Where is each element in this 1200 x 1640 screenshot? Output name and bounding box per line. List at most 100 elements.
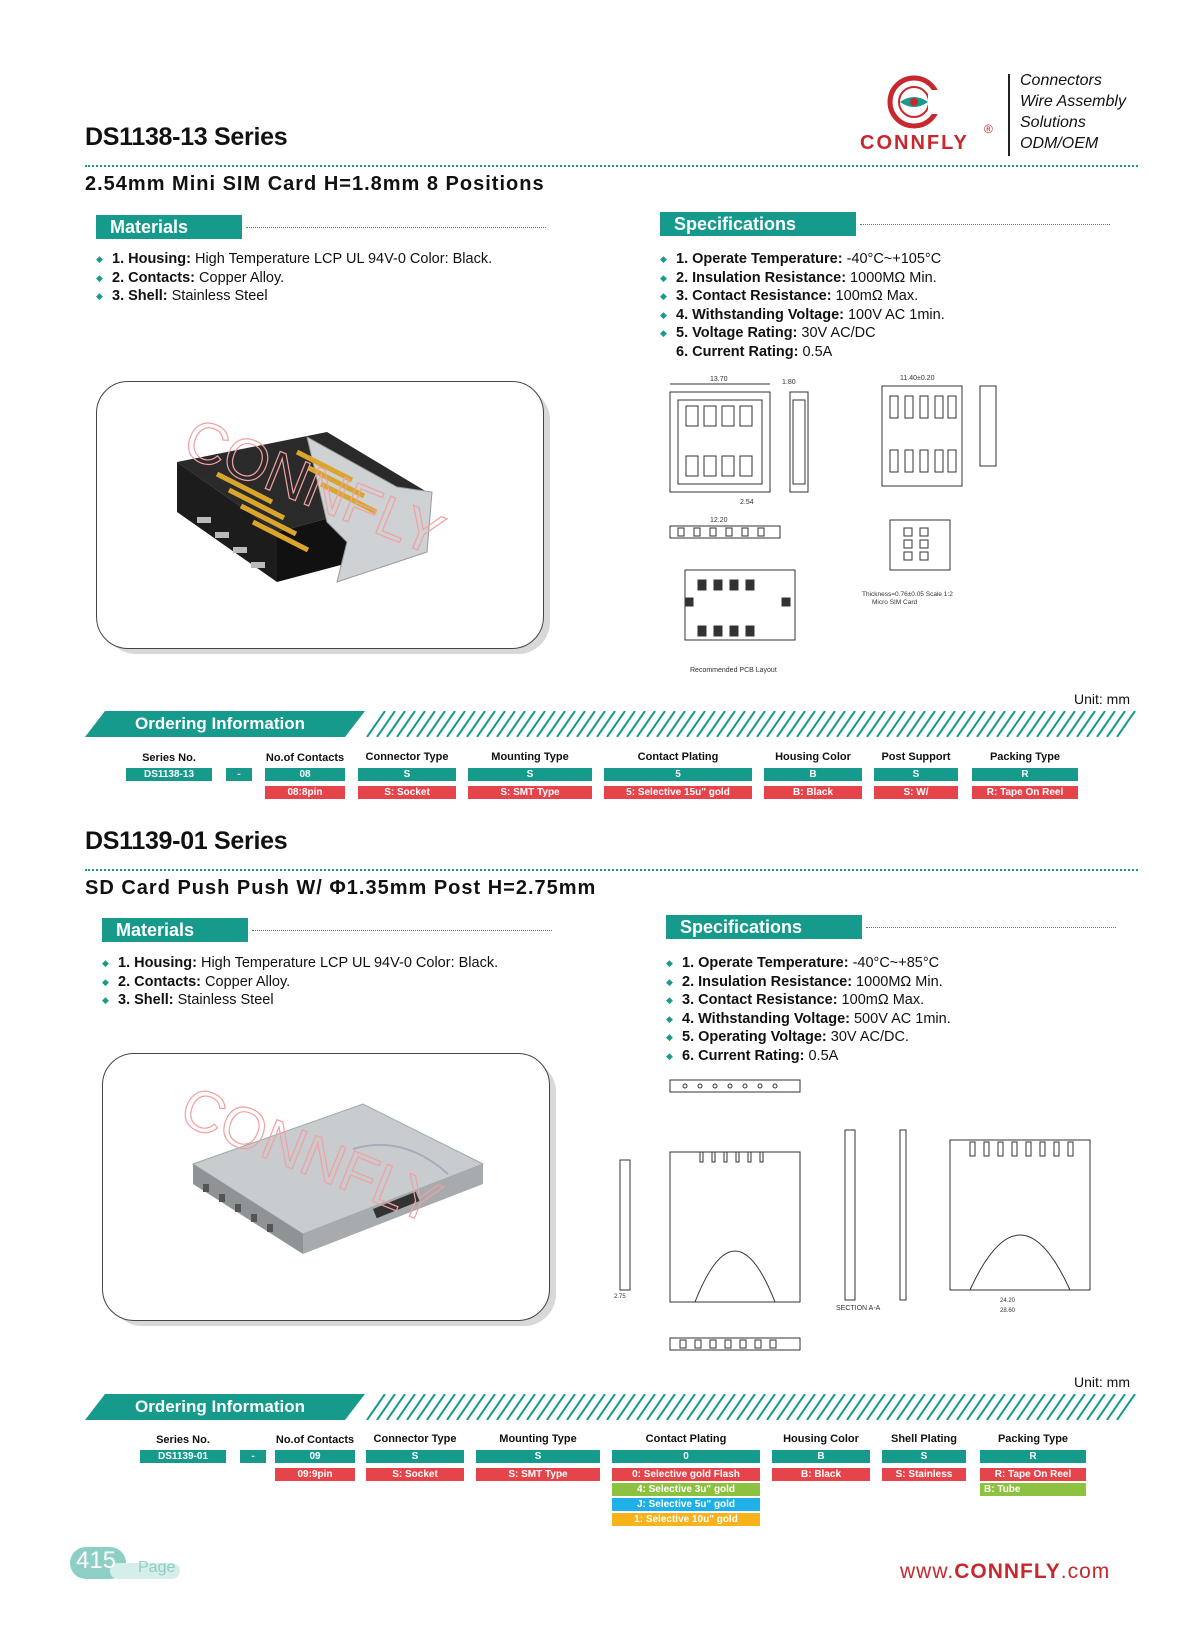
product-subtitle: 2.54mm Mini SIM Card H=1.8mm 8 Positions — [85, 173, 545, 195]
column-header: Shell Plating — [890, 1433, 957, 1445]
option-value: S: SMT Type — [476, 1468, 600, 1481]
list-item: 1. Housing: High Temperature LCP UL 94V-… — [102, 954, 498, 973]
option-code: 08 — [265, 768, 345, 781]
sim-socket-image: CONNFLY — [175, 405, 453, 583]
product-subtitle: SD Card Push Push W/ Φ1.35mm Post H=2.75… — [85, 877, 597, 899]
list-item: 1. Operate Temperature: -40°C~+85°C — [666, 954, 951, 973]
technical-drawing: 2.75 SECTION A-A 24.20 28.60 — [600, 1070, 1120, 1360]
divider — [866, 927, 1116, 928]
option-value: S: W/ — [874, 786, 958, 799]
svg-text:Recommended PCB Layout: Recommended PCB Layout — [690, 667, 777, 674]
svg-text:11.40±0.20: 11.40±0.20 — [900, 375, 935, 382]
option-value: 09:9pin — [275, 1468, 355, 1481]
divider — [85, 165, 1138, 167]
tagline: Connectors Wire Assembly Solutions ODM/O… — [1020, 70, 1126, 154]
unit-label: Unit: mm — [1074, 1374, 1130, 1390]
option-code: R — [980, 1450, 1086, 1463]
option-code: 0 — [612, 1450, 760, 1463]
option-value: 1: Selective 10u" gold — [612, 1513, 760, 1526]
option-code: B — [764, 768, 862, 781]
materials-list: 1. Housing: High Temperature LCP UL 94V-… — [96, 250, 492, 306]
ordering-band: Ordering Information — [85, 1393, 1138, 1421]
list-item: 4. Withstanding Voltage: 100V AC 1min. — [660, 306, 945, 325]
list-item: 2. Insulation Resistance: 1000MΩ Min. — [660, 269, 945, 288]
list-item: 3. Shell: Stainless Steel — [102, 991, 498, 1010]
column-header: Series No. — [142, 752, 196, 764]
tagline-line: ODM/OEM — [1020, 135, 1099, 152]
series-title: DS1138-13 Series — [85, 123, 288, 151]
brand-logo — [858, 72, 968, 158]
list-item: 2. Contacts: Copper Alloy. — [96, 269, 492, 288]
specifications-heading: Specifications — [666, 915, 862, 939]
column-header: Packing Type — [997, 1433, 1069, 1445]
svg-text:28.60: 28.60 — [1000, 1308, 1016, 1314]
svg-text:13.70: 13.70 — [710, 376, 728, 383]
page-label: Page — [138, 1559, 176, 1576]
column-header: Contact Plating — [645, 1433, 727, 1445]
option-value: S: Socket — [366, 1468, 464, 1481]
materials-heading: Materials — [102, 918, 248, 942]
list-item: 2. Insulation Resistance: 1000MΩ Min. — [666, 973, 951, 992]
column-header: No.of Contacts — [265, 752, 345, 764]
svg-text:24.20: 24.20 — [1000, 1298, 1016, 1304]
column-header: Connector Type — [373, 1433, 457, 1445]
specifications-list: 1. Operate Temperature: -40°C~+105°C 2. … — [660, 250, 945, 362]
list-item: 3. Contact Resistance: 100mΩ Max. — [666, 991, 951, 1010]
option-value: R: Tape On Reel — [980, 1468, 1086, 1481]
column-header: Series No. — [156, 1434, 210, 1446]
option-value: B: Black — [772, 1468, 870, 1481]
product-photo: CONNFLY — [96, 381, 544, 649]
ordering-band-graphic — [85, 1393, 1136, 1421]
column-header: Packing Type — [989, 751, 1061, 763]
divider — [252, 930, 552, 931]
divider — [85, 869, 1138, 871]
option-value: J: Selective 5u" gold — [612, 1498, 760, 1511]
option-code: S — [874, 768, 958, 781]
tagline-line: Connectors — [1020, 72, 1102, 89]
ordering-title: Ordering Information — [135, 714, 305, 733]
option-value: S: Socket — [358, 786, 456, 799]
divider — [246, 227, 546, 228]
column-header: Mounting Type — [499, 1433, 577, 1445]
ordering-title: Ordering Information — [135, 1397, 305, 1416]
option-code: S — [476, 1450, 600, 1463]
option-value: 0: Selective gold Flash — [612, 1468, 760, 1481]
option-code: S — [468, 768, 592, 781]
url-brand: CONNFLY — [954, 1560, 1061, 1583]
option-code: B — [772, 1450, 870, 1463]
ordering-band-graphic — [85, 710, 1136, 738]
option-value: 4: Selective 3u" gold — [612, 1483, 760, 1496]
tagline-line: Solutions — [1020, 114, 1086, 131]
column-header: Post Support — [881, 751, 951, 763]
series-title: DS1139-01 Series — [85, 827, 288, 855]
option-code: R — [972, 768, 1078, 781]
svg-text:2.54: 2.54 — [740, 499, 754, 506]
svg-text:12.20: 12.20 — [710, 517, 728, 524]
option-code: S — [358, 768, 456, 781]
specifications-list: 1. Operate Temperature: -40°C~+85°C 2. I… — [666, 954, 951, 1066]
svg-text:2.75: 2.75 — [614, 1294, 626, 1300]
option-code: S — [366, 1450, 464, 1463]
specifications-heading: Specifications — [660, 212, 856, 236]
list-item: 1. Housing: High Temperature LCP UL 94V-… — [96, 250, 492, 269]
option-code: 09 — [275, 1450, 355, 1463]
svg-text:SECTION A-A: SECTION A-A — [836, 1305, 881, 1312]
page-number-badge: 415 Page — [70, 1543, 190, 1583]
column-header: Housing Color — [775, 751, 851, 763]
page-number: 415 — [76, 1547, 117, 1574]
list-item: 5. Operating Voltage: 30V AC/DC. — [666, 1028, 951, 1047]
option-value: R: Tape On Reel — [972, 786, 1078, 799]
registered-mark: ® — [984, 122, 993, 136]
column-header: Mounting Type — [491, 751, 569, 763]
option-value: B: Black — [764, 786, 862, 799]
website-url[interactable]: www.CONNFLY.com — [900, 1560, 1110, 1584]
connfly-logo-icon — [887, 75, 942, 129]
list-item: 3. Contact Resistance: 100mΩ Max. — [660, 287, 945, 306]
option-code: S — [882, 1450, 966, 1463]
column-header: Connector Type — [365, 751, 449, 763]
list-item: 4. Withstanding Voltage: 500V AC 1min. — [666, 1010, 951, 1029]
list-item: 1. Operate Temperature: -40°C~+105°C — [660, 250, 945, 269]
product-photo: CONNFLY — [102, 1053, 550, 1321]
list-item: 2. Contacts: Copper Alloy. — [102, 973, 498, 992]
option-value: 08:8pin — [265, 786, 345, 799]
